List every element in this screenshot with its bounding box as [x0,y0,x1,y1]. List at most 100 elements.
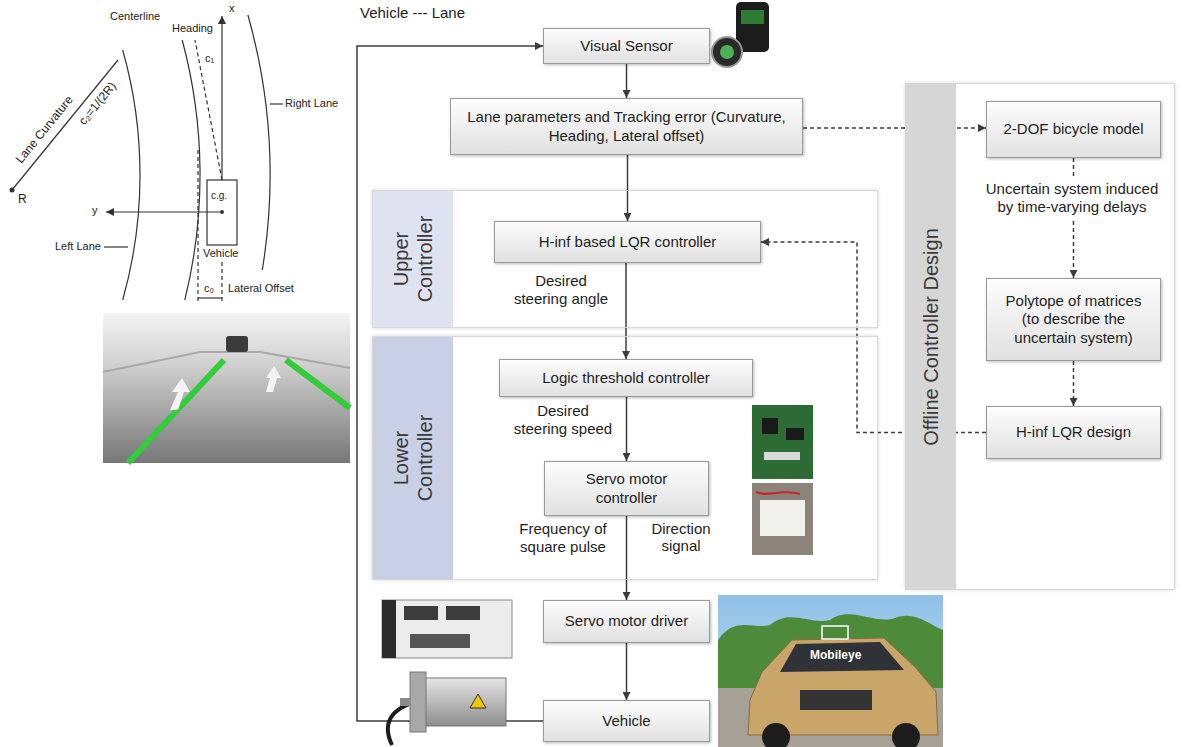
motor-flange [410,672,426,732]
box-label: H-inf based LQR controller [539,233,717,251]
process-box: Servo motor controller [544,461,709,516]
annotation-label: Mobileye [810,649,861,663]
annotation-label: Centerline [110,10,160,23]
lane-detection [128,360,224,463]
annotation-label: Right Lane [285,97,338,110]
dashed-arrow [803,127,986,129]
driver-connector [446,606,480,620]
box-label: H-inf LQR design [1016,423,1131,441]
annotation-label: Direction signal [644,520,718,555]
edge-label: Vehicle --- Lane [360,4,550,22]
annotation-label: R [18,193,27,207]
edge-label: Desired steering speed [510,402,616,439]
annotation-label: Vehicle [203,247,238,260]
annotation-label: c.g. [211,190,227,202]
sensor-display [712,37,742,67]
radius-line [12,60,118,190]
leader-line [270,103,283,104]
offset-dimension [198,297,222,298]
road-arrow [170,378,190,410]
left-lane-line [123,50,140,300]
motor-shaft [400,698,410,706]
band-strip: Upper Controller [373,191,453,327]
band-title: Offline Controller Design [919,228,943,446]
offset-reference-line [197,150,198,302]
driver-connector [404,606,438,620]
rotated-label: Lane Curvature [14,94,77,167]
process-box: Visual Sensor [543,28,710,64]
box-label: Logic threshold controller [542,369,710,387]
flow-arrow [626,397,628,461]
mobileye-marker [822,626,848,639]
right-lane-line [248,15,270,270]
process-box: Lane parameters and Tracking error (Curv… [450,98,803,155]
controller-housing [760,500,805,536]
test-vehicle [748,638,938,735]
windshield [780,642,904,672]
x-axis [221,16,222,180]
box-label: Servo motor controller [554,470,699,507]
chip [786,428,804,440]
driver-connector [410,634,470,648]
controller-photo [752,483,813,555]
box-label: Lane parameters and Tracking error (Curv… [460,108,793,145]
annotation-label: Lateral Offset [228,282,294,295]
process-box: Logic threshold controller [499,359,753,397]
box-label: Visual Sensor [580,37,672,55]
servo-driver [382,600,512,658]
leader-line [104,246,128,247]
annotation-label: Heading [172,22,213,35]
box-label: Vehicle [602,712,650,730]
annotation-label: x [229,2,235,15]
sensor-display-light [720,45,734,59]
y-axis [106,211,222,212]
process-box: H-inf based LQR controller [494,221,761,263]
controller-band: Lower Controller Logic threshold controll… [372,336,878,580]
warning-sign [470,694,486,708]
wheel [892,723,920,747]
box-label: 2-DOF bicycle model [1003,120,1143,138]
servo-motor [422,678,506,726]
wire [756,492,800,494]
chip [762,418,778,434]
curvature-center [10,188,15,193]
process-box: Polytope of matrices (to describe the un… [986,278,1161,361]
annotation-label: c₀ [204,282,214,295]
heading-line [195,40,222,180]
controller-band: Upper Controller H-inf based LQR controll… [372,190,878,328]
connector [764,452,800,460]
annotation-label: y [92,204,98,217]
camera-image [103,313,350,463]
circuit-board [752,405,813,479]
driver-heatsink [382,600,396,658]
edge-label: Desired steering angle [508,272,614,309]
dashed-arrow [1073,361,1075,406]
rotated-label: c₂=1/(2R) [77,80,120,128]
flow-arrow [625,263,627,359]
wheel [762,723,790,747]
vehicle-axis-extension [221,262,222,302]
band-title: Lower Controller [389,393,437,523]
process-box: H-inf LQR design [986,406,1161,459]
process-box: Vehicle [543,700,710,742]
flow-arrow [626,516,628,600]
grille [800,690,872,710]
edge-label: Frequency of square pulse [510,520,616,557]
annotation-label: c₁ [205,52,214,65]
flow-arrow [626,643,628,700]
flow-arrow [626,64,628,98]
band-title: Upper Controller [389,199,437,319]
flow-arrow [627,155,629,221]
edge-label: Uncertain system induced by time-varying… [977,178,1167,219]
cg-dot [220,210,224,214]
process-box: Servo motor driver [543,600,710,643]
lane-detection [286,360,350,408]
annotation-label: Left Lane [55,240,101,253]
process-box: 2-DOF bicycle model [986,101,1161,158]
design-panel: Offline Controller Design 2-DOF bicycle m… [905,83,1175,590]
guard-rail [103,352,350,372]
box-label: Servo motor driver [565,612,688,630]
box-label: Polytope of matrices (to describe the un… [996,292,1151,347]
road-arrow [266,366,281,392]
